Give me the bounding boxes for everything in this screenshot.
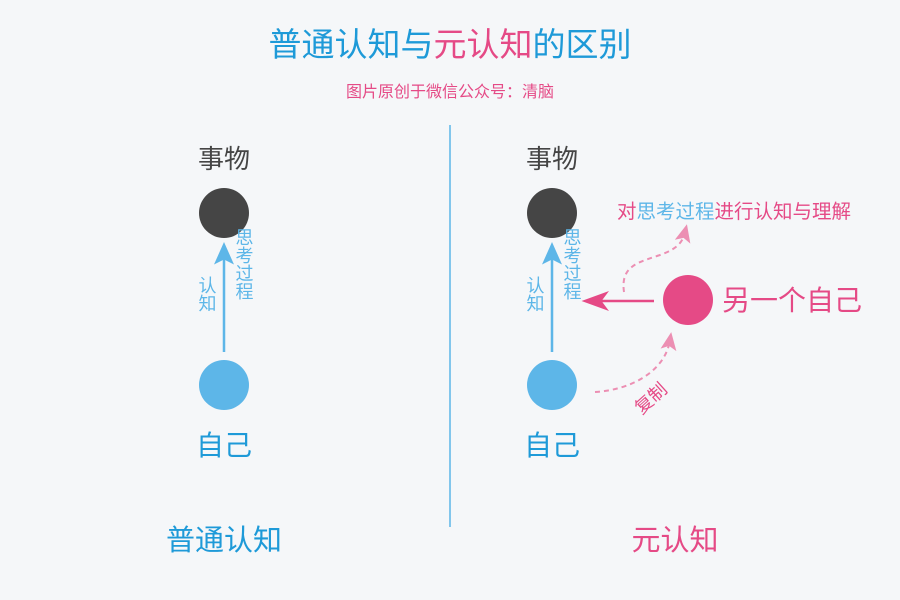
self-label: 自己: [196, 429, 252, 462]
cognition-label: 认知: [196, 276, 217, 312]
other-self-node: [663, 275, 713, 325]
cognition-label: 认知: [524, 276, 545, 312]
self-node: [199, 360, 249, 410]
caption-ordinary-cognition: 普通认知: [166, 523, 282, 557]
self-label: 自己: [524, 429, 580, 462]
other-self-label: 另一个自己: [722, 284, 862, 317]
thinking-process-label: 思考过程: [561, 228, 582, 300]
object-label: 事物: [198, 145, 250, 175]
object-label: 事物: [526, 145, 578, 175]
ordinary-cognition-panel: 事物 认知 思考过程 自己 普通认知: [166, 145, 282, 557]
object-node: [527, 188, 577, 238]
caption-metacognition: 元认知: [631, 523, 718, 557]
object-node: [199, 188, 249, 238]
copy-dashed-arrow: [594, 332, 677, 393]
subtitle: 图片原创于微信公众号：清脑: [346, 82, 554, 101]
meta-label: 对思考过程进行认知与理解: [617, 200, 851, 223]
thinking-process-label: 思考过程: [233, 228, 254, 300]
meta-dashed-arrow: [622, 224, 691, 293]
self-node: [527, 360, 577, 410]
metacognition-panel: 事物 认知 思考过程 自己 另一个自己 复制 对思考过程进行认知与理解 元认知: [524, 145, 863, 557]
page-title: 普通认知与元认知的区别: [269, 25, 632, 64]
